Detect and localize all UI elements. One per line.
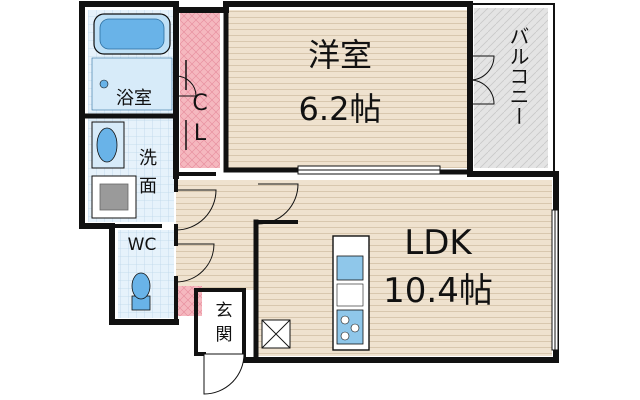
balcony-door-top [469, 55, 495, 81]
western-room-name: 洋室 [308, 36, 372, 74]
balcony-floor [474, 8, 548, 168]
bathroom-name: 浴室 [116, 88, 152, 109]
washing-machine-inner [99, 183, 129, 211]
stove-burner [340, 331, 350, 341]
entrance-name-2: 関 [216, 325, 233, 345]
western-room-floor [225, 10, 467, 168]
balcony-name: バルコニー [506, 26, 530, 126]
ldk-floor [258, 180, 552, 356]
toilet-name: WC [128, 235, 157, 255]
doors [175, 55, 495, 395]
entrance-floor [205, 298, 243, 350]
western-room-size: 6.2帖 [299, 90, 382, 128]
shower-drain [99, 79, 109, 89]
ldk-name: LDK [404, 223, 473, 263]
washroom-name-1: 洗 [139, 148, 157, 169]
walls [79, 1, 559, 363]
windows [297, 165, 559, 351]
bath-door [175, 75, 197, 97]
ldk-size: 10.4帖 [383, 271, 493, 311]
closet-name-2: L [194, 121, 207, 146]
refrigerator-cross [261, 319, 291, 349]
washroom-name-2: 面 [139, 176, 157, 197]
washing-machine-pan [91, 175, 137, 219]
bathtub-inner [99, 18, 165, 50]
wc-door [175, 243, 215, 283]
entrance-name-1: 玄 [216, 301, 233, 321]
kitchen-sink [336, 255, 364, 281]
kitchen-worktop [336, 283, 364, 307]
washbasin-bowl [96, 127, 118, 163]
balcony-door-bottom [469, 79, 495, 105]
hall-floor [176, 180, 258, 290]
stove-burner [350, 323, 360, 333]
closet-name-1: C [192, 91, 207, 116]
western-door [257, 183, 299, 225]
entrance-door [203, 353, 245, 395]
toilet-bowl [131, 272, 151, 300]
stove-burner [340, 315, 350, 325]
washroom-door [175, 189, 217, 231]
